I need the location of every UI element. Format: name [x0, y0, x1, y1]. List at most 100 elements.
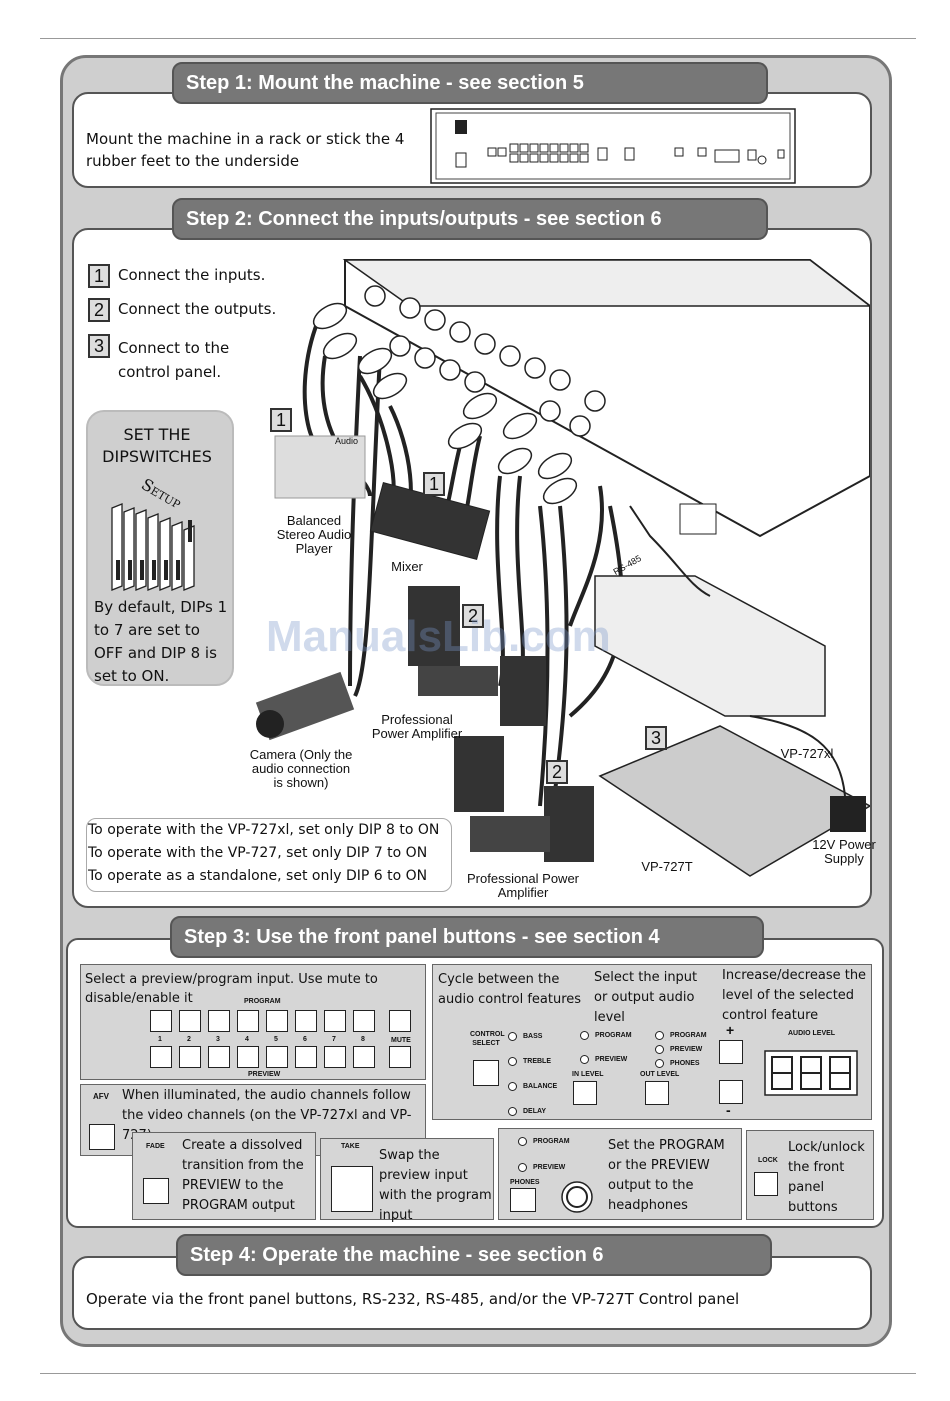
button-number-2: 2 — [187, 1036, 191, 1043]
preview-row-label: Preview — [248, 1071, 281, 1078]
list-number-2: 2 — [88, 298, 110, 322]
list-number-3: 3 — [88, 334, 110, 358]
phones-program-label: Program — [533, 1138, 570, 1145]
button-number-6: 6 — [303, 1036, 307, 1043]
list-text-2: Connect the outputs. — [118, 300, 277, 318]
preview-button-5[interactable] — [266, 1046, 288, 1068]
take-button[interactable] — [331, 1166, 373, 1212]
mute-program-button[interactable] — [389, 1010, 411, 1032]
fade-label: Fade — [146, 1143, 165, 1150]
button-number-5: 5 — [274, 1036, 278, 1043]
balance-label: Balance — [523, 1083, 558, 1090]
dip-note-2: To operate with the VP-727, set only DIP… — [88, 845, 428, 861]
audio-level-display — [764, 1050, 858, 1096]
headphone-jack-icon — [561, 1181, 593, 1213]
list-text-3: Connect to the control panel. — [118, 339, 230, 381]
phones-preview-led — [518, 1163, 527, 1172]
afv-text: When illuminated, the audio channels fol… — [122, 1088, 412, 1143]
phones-out-label: Phones — [670, 1060, 700, 1067]
increase-decrease-text: Increase/decrease the level of the selec… — [722, 968, 867, 1023]
delay-label: Delay — [523, 1108, 547, 1115]
diagram-number-1b: 1 — [423, 472, 445, 496]
lock-button[interactable] — [754, 1172, 778, 1196]
plus-label: + — [726, 1022, 735, 1038]
preview-level-led — [580, 1055, 589, 1064]
preview-button-4[interactable] — [237, 1046, 259, 1068]
treble-label: Treble — [523, 1058, 551, 1065]
select-level-text: Select the input or output audio level — [594, 970, 698, 1025]
program-level-label: Program — [595, 1032, 632, 1039]
phones-button[interactable] — [510, 1188, 536, 1212]
dip-note-3: To operate as a standalone, set only DIP… — [88, 868, 428, 884]
phones-program-led — [518, 1137, 527, 1146]
program-button-5[interactable] — [266, 1010, 288, 1032]
fade-button[interactable] — [143, 1178, 169, 1204]
phones-label: Phones — [510, 1179, 540, 1186]
diagram-number-1a: 1 — [270, 408, 292, 432]
dip-note-1: To operate with the VP-727xl, set only D… — [88, 822, 440, 838]
in-level-label: In Level — [572, 1071, 604, 1078]
delay-led — [508, 1107, 517, 1116]
control-select-label: Control Select — [470, 1031, 505, 1047]
list-number-1: 1 — [88, 264, 110, 288]
select-input-text: Select a preview/program input. Use mute… — [85, 972, 378, 1006]
phones-preview-label: Preview — [533, 1164, 566, 1171]
power-supply-label: 12V Power Supply — [812, 837, 876, 866]
diagram-number-2b: 2 — [546, 760, 568, 784]
control-select-button[interactable] — [473, 1060, 499, 1086]
preview-button-8[interactable] — [353, 1046, 375, 1068]
in-level-button[interactable] — [573, 1081, 597, 1105]
program-button-7[interactable] — [324, 1010, 346, 1032]
program-button-8[interactable] — [353, 1010, 375, 1032]
mute-preview-button[interactable] — [389, 1046, 411, 1068]
amp1-label: Professional Power Amplifier — [371, 712, 463, 741]
phones-text: Set the PROGRAM or the PREVIEW output to… — [608, 1138, 725, 1213]
phones-out-led — [655, 1059, 664, 1068]
fade-text: Create a dissolved transition from the P… — [182, 1138, 304, 1213]
preview-level-label: Preview — [595, 1056, 628, 1063]
minus-label: - — [726, 1102, 731, 1118]
list-text-1: Connect the inputs. — [118, 266, 266, 284]
audio-level-label: Audio Level — [788, 1030, 836, 1037]
step2-title: Step 2: Connect the inputs/outputs - see… — [172, 198, 768, 240]
take-text: Swap the preview input with the program … — [379, 1148, 492, 1223]
preview-button-1[interactable] — [150, 1046, 172, 1068]
preview-out-led — [655, 1045, 664, 1054]
button-number-8: 8 — [361, 1036, 365, 1043]
program-out-led — [655, 1031, 664, 1040]
top-rule — [40, 38, 916, 39]
preview-button-6[interactable] — [295, 1046, 317, 1068]
increase-button[interactable] — [719, 1040, 743, 1064]
program-button-1[interactable] — [150, 1010, 172, 1032]
step1-title: Step 1: Mount the machine - see section … — [172, 62, 768, 104]
vp727t-label: VP-727T — [641, 859, 693, 874]
program-button-6[interactable] — [295, 1010, 317, 1032]
button-number-1: 1 — [158, 1036, 162, 1043]
balanced-player-label: Balanced Stereo Audio Player — [276, 513, 352, 556]
preview-button-7[interactable] — [324, 1046, 346, 1068]
amp2-label: Professional Power Amplifier — [467, 871, 579, 900]
decrease-button[interactable] — [719, 1080, 743, 1104]
out-level-label: Out Level — [640, 1071, 680, 1078]
button-number-3: 3 — [216, 1036, 220, 1043]
take-label: Take — [341, 1143, 360, 1150]
camera-label: Camera (Only the audio connection is sho… — [249, 747, 353, 790]
button-number-7: 7 — [332, 1036, 336, 1043]
out-level-button[interactable] — [645, 1081, 669, 1105]
program-button-3[interactable] — [208, 1010, 230, 1032]
bass-led — [508, 1032, 517, 1041]
program-row-label: Program — [244, 998, 281, 1005]
program-button-4[interactable] — [237, 1010, 259, 1032]
machine-front-panel-illustration — [430, 108, 796, 184]
watermark: ManualsLib.com — [266, 612, 611, 661]
afv-button[interactable] — [89, 1124, 115, 1150]
preview-button-2[interactable] — [179, 1046, 201, 1068]
program-button-2[interactable] — [179, 1010, 201, 1032]
preview-button-3[interactable] — [208, 1046, 230, 1068]
program-out-label: Program — [670, 1032, 707, 1039]
mixer-label: Mixer — [391, 559, 423, 574]
program-level-led — [580, 1031, 589, 1040]
button-number-4: 4 — [245, 1036, 249, 1043]
bottom-rule — [40, 1373, 916, 1374]
step4-text: Operate via the front panel buttons, RS-… — [86, 1290, 740, 1308]
